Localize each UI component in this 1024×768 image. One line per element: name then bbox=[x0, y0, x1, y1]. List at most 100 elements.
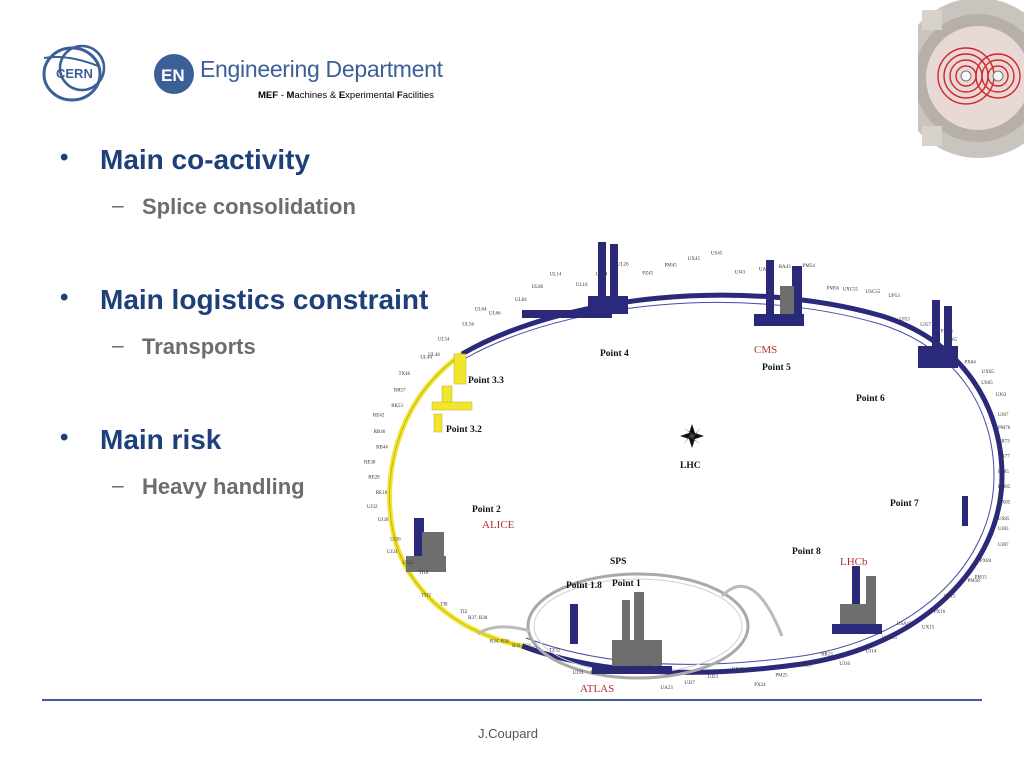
structure-label: UL46 bbox=[428, 353, 440, 358]
structure-label: UL86 bbox=[532, 285, 544, 290]
atlas-cavern bbox=[570, 592, 672, 674]
structure-label: PX24 bbox=[754, 683, 766, 688]
structure-label: UJ63 bbox=[996, 393, 1007, 398]
sub-bullet-text: Splice consolidation bbox=[142, 194, 356, 219]
structure-label: USC55 bbox=[866, 290, 881, 295]
lhc-ring-navy bbox=[460, 292, 1005, 675]
structure-label: RE42 bbox=[373, 413, 385, 418]
label-sps: SPS bbox=[610, 557, 626, 567]
structure-label: RR17 bbox=[801, 663, 813, 668]
label-point-3-2: Point 3.2 bbox=[446, 425, 482, 435]
structure-label: PM56 bbox=[827, 286, 840, 291]
label-point-1-8: Point 1.8 bbox=[566, 581, 602, 591]
sps-ring bbox=[526, 572, 750, 680]
structure-label: UJ28 bbox=[378, 518, 389, 523]
structure-label: PZ65 bbox=[946, 338, 957, 343]
structure-label: UJ24 bbox=[387, 550, 398, 555]
structure-label: UJ26 bbox=[390, 538, 401, 543]
structure-label: UA27 bbox=[639, 666, 652, 671]
structure-label: PM32 bbox=[591, 671, 604, 676]
structure-label: PM45 bbox=[665, 264, 678, 269]
structure-label: UL16 bbox=[576, 283, 588, 288]
structure-label: UA23 bbox=[661, 686, 674, 691]
label-point-1: Point 1 bbox=[612, 579, 641, 589]
label-lhcb: LHCb bbox=[840, 556, 868, 568]
structure-label: UJ83 bbox=[998, 527, 1009, 532]
structure-label: UL54 bbox=[438, 338, 450, 343]
structure-label: PM85 bbox=[998, 485, 1011, 490]
footer-author: J.Coupard bbox=[478, 726, 538, 741]
sub-bullet-text: Transports bbox=[142, 334, 256, 359]
structure-label: TI8 bbox=[440, 602, 448, 607]
sub-bullet-symbol: – bbox=[112, 194, 124, 217]
en-logo: EN bbox=[154, 54, 194, 94]
label-atlas: ATLAS bbox=[580, 683, 614, 695]
structure-label: UL84 bbox=[515, 298, 527, 303]
label-point-8: Point 8 bbox=[792, 547, 821, 557]
bullet-symbol: • bbox=[60, 284, 69, 311]
structure-label: US65 bbox=[981, 381, 993, 386]
structure-label: PX64 bbox=[964, 361, 976, 366]
structure-label: UL44 bbox=[420, 356, 432, 361]
structure-label: US85 bbox=[998, 517, 1010, 522]
structure-label: UA43 bbox=[759, 267, 772, 272]
lhc-underground-map: LHC Point 4 Point 5 Point 6 Point 7 Poin… bbox=[364, 242, 1011, 695]
structure-label: UJ43 bbox=[735, 271, 746, 276]
structure-label: USA15 bbox=[897, 622, 913, 627]
structure-label: PM15 bbox=[975, 576, 988, 581]
magnet-cross-section-image bbox=[918, 0, 1024, 200]
label-point-4: Point 4 bbox=[600, 349, 629, 359]
structure-label: UJ67 bbox=[998, 413, 1009, 418]
cms-cavern bbox=[754, 260, 804, 326]
structure-label: RR57 bbox=[394, 388, 406, 393]
structure-label: TX46 bbox=[399, 372, 411, 377]
structure-label: RE28 bbox=[368, 476, 380, 481]
structure-label: TI12 bbox=[421, 594, 431, 599]
transfer-line-ti8 bbox=[720, 585, 784, 637]
structure-label: RA43 bbox=[779, 265, 791, 270]
structure-label: UL56 bbox=[462, 322, 474, 327]
structure-label: UJ53 bbox=[899, 317, 910, 322]
structure-label: RE38 bbox=[364, 461, 376, 466]
sub-bullet-symbol: – bbox=[112, 474, 124, 497]
bullet-symbol: • bbox=[60, 144, 69, 171]
department-title: Engineering Department bbox=[200, 56, 443, 82]
structure-label: UJ87 bbox=[998, 543, 1009, 548]
structure-label: PM65 bbox=[941, 330, 954, 335]
structure-label: PZ85 bbox=[998, 470, 1009, 475]
label-point-7: Point 7 bbox=[890, 499, 919, 509]
bullet-text: Main co-activity bbox=[100, 144, 311, 175]
structure-label: RR53 bbox=[391, 404, 403, 409]
structure-label: UJ57 bbox=[920, 323, 931, 328]
structure-label: TI2 bbox=[460, 610, 468, 615]
structure-label: R32, R31 bbox=[512, 644, 532, 649]
transfer-line-ti2 bbox=[477, 625, 531, 636]
structure-label: UL64 bbox=[475, 307, 487, 312]
structure-label: PM76 bbox=[998, 426, 1011, 431]
structure-label: UJ22 bbox=[402, 561, 413, 566]
structure-label: PX15 bbox=[944, 595, 956, 600]
label-point-2: Point 2 bbox=[472, 505, 501, 515]
bullet-symbol: • bbox=[60, 424, 69, 451]
cern-logo-text: CERN bbox=[56, 66, 93, 81]
label-point-3-3: Point 3.3 bbox=[468, 376, 504, 386]
structure-label: RR77 bbox=[998, 454, 1010, 459]
structure-label: R37, R38 bbox=[468, 616, 488, 621]
structure-label: UL26 bbox=[617, 263, 629, 268]
footer-rule bbox=[42, 699, 982, 701]
department-subtitle: MEF - Machines & Experimental Facilities bbox=[258, 90, 434, 101]
structure-label: RR73 bbox=[998, 440, 1010, 445]
label-cms: CMS bbox=[754, 344, 777, 356]
structure-label: PM18 bbox=[968, 579, 981, 584]
structure-label: UP53 bbox=[888, 294, 900, 299]
structure-label: RE18 bbox=[376, 491, 388, 496]
structure-label: UL66 bbox=[489, 311, 501, 316]
label-alice: ALICE bbox=[482, 519, 515, 531]
structure-label: TZ32 bbox=[549, 649, 561, 654]
structure-label: UJ32 bbox=[367, 505, 378, 510]
structure-label: UX65 bbox=[982, 370, 995, 375]
structure-label: UX45 bbox=[688, 257, 701, 262]
structure-label: UJ33 bbox=[573, 671, 584, 676]
structure-label: UX15 bbox=[922, 625, 935, 630]
